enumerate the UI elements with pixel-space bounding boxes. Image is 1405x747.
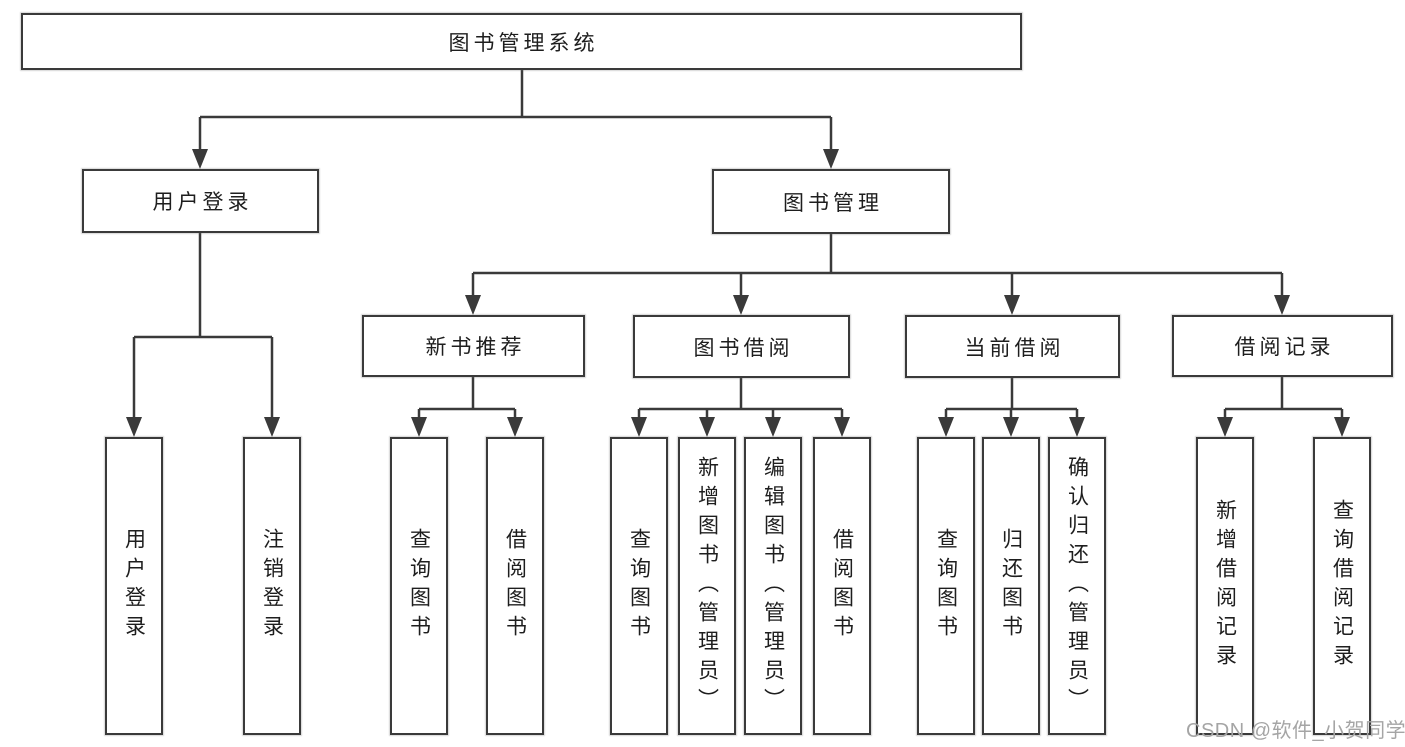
node-book-borrowing: 图书借阅 — [633, 315, 850, 378]
node-new-book-recommendation: 新书推荐 — [362, 315, 585, 377]
leaf-query-books-recommend: 查询图书 — [390, 437, 448, 735]
leaf-query-borrow-record: 查询借阅记录 — [1313, 437, 1371, 735]
leaf-query-books-borrowing: 查询图书 — [610, 437, 668, 735]
leaf-add-borrow-record: 新增借阅记录 — [1196, 437, 1254, 735]
csdn-watermark: CSDN @软件_小贺同学 — [1186, 720, 1405, 742]
node-book-management: 图书管理 — [712, 169, 950, 234]
leaf-borrow-books-recommend: 借阅图书 — [486, 437, 544, 735]
leaf-return-books: 归还图书 — [982, 437, 1040, 735]
node-user-login: 用户登录 — [82, 169, 319, 233]
leaf-logout: 注销登录 — [243, 437, 301, 735]
node-borrowing-records: 借阅记录 — [1172, 315, 1393, 377]
leaf-confirm-return-admin: 确认归还（管理员） — [1048, 437, 1106, 735]
leaf-add-book-admin: 新增图书（管理员） — [678, 437, 736, 735]
node-current-borrowing: 当前借阅 — [905, 315, 1120, 378]
leaf-edit-book-admin: 编辑图书（管理员） — [744, 437, 802, 735]
leaf-borrow-books-borrowing: 借阅图书 — [813, 437, 871, 735]
leaf-query-books-current: 查询图书 — [917, 437, 975, 735]
node-library-management-system: 图书管理系统 — [21, 13, 1022, 70]
leaf-user-login: 用户登录 — [105, 437, 163, 735]
